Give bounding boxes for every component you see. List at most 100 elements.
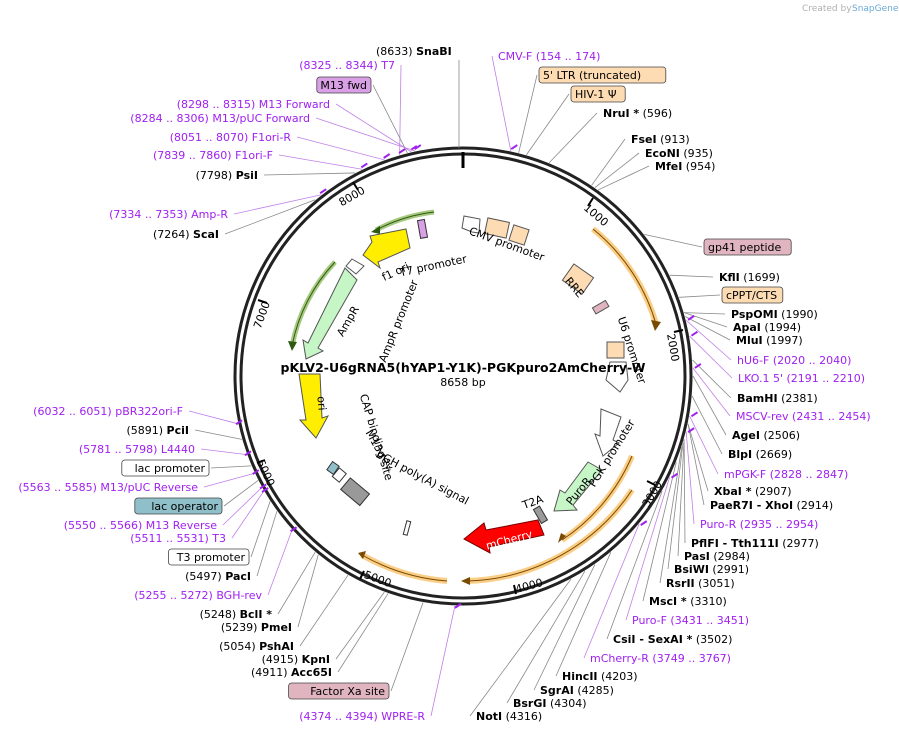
- label-text-acc65i: (4911) Acc65I: [251, 666, 332, 679]
- label-bsrgi: BsrGI (4304): [513, 697, 587, 710]
- primer-mark-t7: [398, 148, 406, 154]
- connector-nrui: [548, 112, 598, 164]
- connector-m13-puc-reverse: [203, 472, 255, 488]
- label-text-lac-operator: lac operator: [151, 500, 218, 513]
- label-text-kpni: (4915) KpnI: [262, 653, 330, 666]
- connector-pmei: [297, 554, 319, 628]
- label-lac-operator: lac operator: [134, 497, 223, 515]
- label-f1ori-r: (8051 .. 8070) F1ori-R: [170, 131, 292, 144]
- label-text-pspomi: PspOMI (1990): [731, 308, 818, 321]
- connector-scai: [224, 199, 316, 235]
- label-text-msci: MscI * (3310): [649, 595, 727, 608]
- label-paer7i-xhoi: PaeR7I - XhoI (2914): [710, 499, 833, 512]
- label-bgh-rev: (5255 .. 5272) BGH-rev: [134, 589, 262, 602]
- label-noti: NotI (4316): [476, 710, 542, 723]
- label-text-l4440: (5781 .. 5798) L4440: [79, 443, 195, 456]
- primer-mark-m13-reverse: [259, 483, 267, 490]
- connector-pflfi-tth111i: [683, 439, 686, 544]
- label-box-cppt-cts: [721, 286, 784, 304]
- label-xbai: XbaI * (2907): [714, 485, 792, 498]
- created-by-text: Created by: [802, 4, 852, 14]
- primer-mark-f1ori-f: [360, 162, 368, 169]
- label-text-kfli: KflI (1699): [719, 271, 780, 284]
- label-econi: EcoNI (935): [645, 147, 713, 160]
- primer-mark-f1ori-r: [383, 153, 391, 159]
- label-puro-f: Puro-F (3431 .. 3451): [632, 614, 749, 627]
- label-l4440: (5781 .. 5798) L4440: [79, 443, 195, 456]
- label-t7: (8325 .. 8344) T7: [299, 59, 395, 72]
- label-text-pshai: (5054) PshAI: [219, 640, 294, 653]
- label-text-fsei: FseI (913): [631, 133, 690, 146]
- label-puro-r: Puro-R (2935 .. 2954): [700, 518, 818, 531]
- connector-bgh-rev: [267, 529, 293, 596]
- label-pflfi-tth111i: PflFI - Tth111I (2977): [691, 537, 819, 550]
- label-text-csii-sexai: CsiI - SexAI * (3502): [613, 633, 732, 646]
- connector-t3-promoter: [250, 501, 271, 558]
- label-text-econi: EcoNI (935): [645, 147, 713, 160]
- connector-mlui: [684, 316, 731, 341]
- primer-mark-cmv-f: [510, 144, 518, 150]
- label-ampr-promoter: AmpR promoter: [376, 278, 421, 364]
- label-sgrai: SgrAI (4285): [540, 684, 614, 697]
- connector-pbr322ori-f: [188, 410, 239, 425]
- label-text-mfei: MfeI (954): [655, 160, 715, 173]
- label-apai: ApaI (1994): [733, 321, 801, 334]
- label-text-hu6-f: hU6-F (2020 .. 2040): [737, 354, 851, 367]
- connector-hu6-f: [685, 320, 732, 361]
- connector-acc65i: [337, 593, 389, 673]
- label-lko-1-5: LKO.1 5' (2191 .. 2210): [738, 372, 865, 385]
- label-box-hiv-1: [570, 85, 626, 103]
- connector-factor-xa-site: [390, 602, 424, 692]
- connector-paer7i-xhoi: [687, 423, 705, 506]
- primer-mark-hu6-f: [687, 315, 695, 321]
- label-text-amp-r: (7334 .. 7353) Amp-R: [109, 208, 228, 221]
- tick-label-8000: 8000: [337, 184, 368, 209]
- label-text-agei: AgeI (2506): [732, 429, 800, 442]
- connector-kpni: [335, 591, 385, 660]
- connector-f1ori-f: [278, 154, 363, 170]
- label-pasi: PasI (2984): [684, 550, 750, 563]
- label-text-mcherry-r: mCherry-R (3749 .. 3767): [590, 652, 731, 665]
- connector-5-ltr-truncated: [518, 74, 538, 153]
- label-t3: (5511 .. 5531) T3: [130, 532, 226, 545]
- label-text-t3: (5511 .. 5531) T3: [130, 532, 226, 545]
- primer-mark-bgh-rev: [290, 526, 298, 533]
- connector-xbai: [687, 423, 709, 492]
- primer-mark-mcherry-r: [640, 520, 648, 526]
- primer-mark-mpgk-f: [690, 411, 699, 418]
- connector-noti: [469, 578, 572, 717]
- label-text-pcii: (5891) PciI: [126, 424, 189, 437]
- connector-fsei: [591, 138, 626, 186]
- label-text-pbr322ori-f: (6032 .. 6051) pBR322ori-F: [33, 405, 183, 418]
- label-m13-reverse: (5550 .. 5566) M13 Reverse: [64, 519, 217, 532]
- connector-lines: [188, 55, 733, 717]
- label-lac-promoter: lac promoter: [121, 459, 210, 477]
- label-text-sgrai: SgrAI (4285): [540, 684, 614, 697]
- label-text-bsiwi: BsiWI (2991): [674, 563, 749, 576]
- connector-pspomi: [684, 312, 726, 315]
- connector-csii-sexai: [606, 490, 663, 640]
- label-pshai: (5054) PshAI: [219, 640, 294, 653]
- primer-mark-amp-r: [319, 188, 327, 195]
- connector-hincii: [555, 552, 612, 677]
- label-text-f1ori-r: (8051 .. 8070) F1ori-R: [170, 131, 292, 144]
- u6-promoter-feature: [605, 341, 629, 393]
- connector-agei: [692, 375, 727, 436]
- connector-rsrii: [659, 447, 683, 584]
- puror-feature: [553, 461, 603, 512]
- label-snabi: (8633) SnaBI: [376, 45, 452, 58]
- label-kfli: KflI (1699): [719, 271, 780, 284]
- label-text-psii: (7798) PsiI: [196, 169, 258, 182]
- label-m13-forward: (8298 .. 8315) M13 Forward: [177, 98, 330, 111]
- connector-sgrai: [533, 564, 596, 691]
- connector-puro-r: [685, 431, 695, 525]
- label-msci: MscI * (3310): [649, 595, 727, 608]
- ori-feature: [298, 373, 330, 439]
- ltr-feature: [483, 217, 530, 246]
- connector-gp41-peptide: [644, 234, 703, 248]
- label-text-bcli: (5248) BclI *: [200, 608, 273, 621]
- label-text-nrui: NruI * (596): [603, 107, 672, 120]
- label-text-noti: NotI (4316): [476, 710, 542, 723]
- label-text-blpi: BlpI (2669): [728, 448, 792, 461]
